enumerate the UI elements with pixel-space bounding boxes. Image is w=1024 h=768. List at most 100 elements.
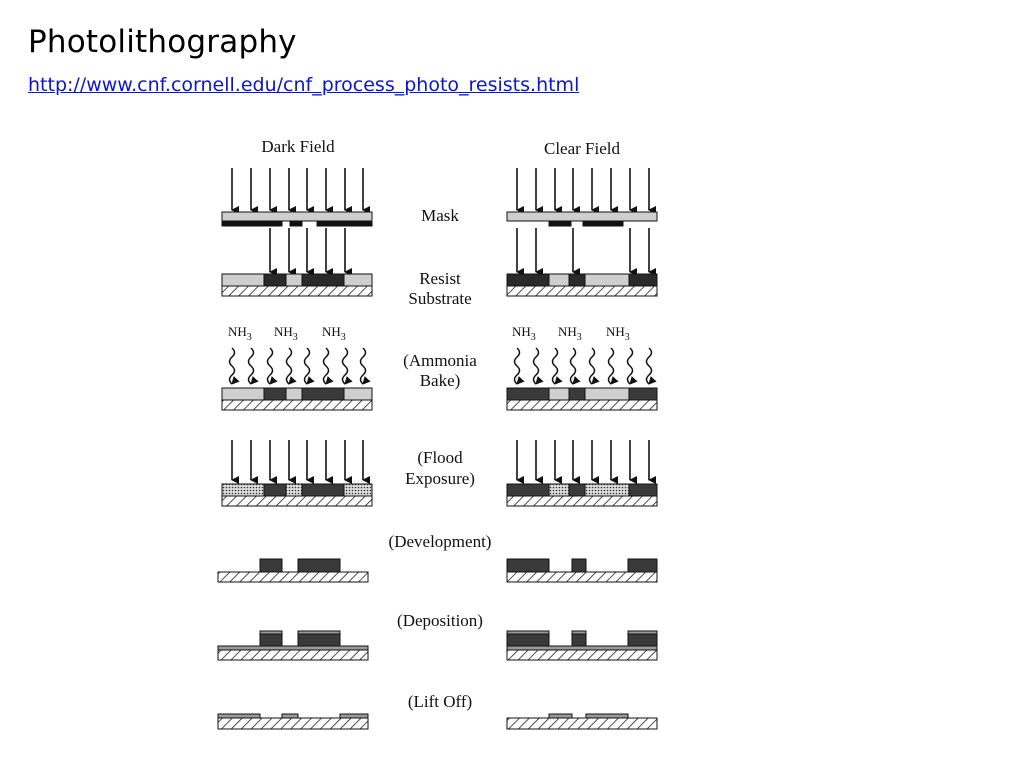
- resist-pattern: [571, 633, 587, 647]
- deposited-film: [506, 645, 658, 651]
- resist-flood-exposed: [221, 483, 265, 497]
- resist-pattern: [297, 558, 341, 573]
- resist-pattern: [297, 633, 341, 647]
- nh3-label: NH3: [322, 324, 346, 343]
- clear-field-title: Clear Field: [544, 139, 621, 158]
- ammonia-arrow: [551, 347, 563, 385]
- resist-baked: [263, 483, 287, 497]
- label-substrate: Substrate: [408, 289, 471, 308]
- label-flood: (Flood: [417, 448, 463, 467]
- ammonia-arrow: [626, 347, 638, 385]
- substrate: [506, 399, 658, 411]
- resist-baked: [506, 483, 550, 497]
- deposited-film: [217, 645, 369, 651]
- metal-pattern: [548, 713, 573, 719]
- resist-baked: [628, 387, 658, 401]
- resist-baked: [506, 387, 550, 401]
- deposited-film: [627, 630, 658, 635]
- ammonia-arrow: [513, 347, 525, 385]
- ammonia-arrow: [359, 347, 371, 385]
- substrate: [221, 495, 373, 507]
- resist-exposed: [263, 273, 287, 287]
- label-deposition: (Deposition): [397, 611, 483, 630]
- resist-pattern: [506, 633, 550, 647]
- resist-pattern: [506, 558, 550, 573]
- resist-unexposed: [221, 387, 265, 401]
- substrate: [506, 285, 658, 297]
- label-development: (Development): [389, 532, 492, 551]
- substrate: [506, 649, 658, 661]
- resist-unexposed: [285, 273, 303, 287]
- ammonia-arrow: [228, 347, 240, 385]
- resist-exposed: [506, 273, 550, 287]
- resist-unexposed: [221, 273, 265, 287]
- label-bake: Bake): [420, 371, 461, 390]
- label-lift-off: (Lift Off): [408, 692, 472, 711]
- deposited-film: [506, 630, 550, 635]
- resist-unexposed: [285, 387, 303, 401]
- ammonia-arrow: [285, 347, 297, 385]
- label-mask: Mask: [421, 206, 459, 225]
- resist-flood-exposed: [584, 483, 630, 497]
- mask-chrome: [221, 220, 283, 227]
- resist-baked: [263, 387, 287, 401]
- resist-pattern: [627, 558, 658, 573]
- substrate: [217, 649, 369, 661]
- nh3-label: NH3: [274, 324, 298, 343]
- mask-chrome: [316, 220, 373, 227]
- resist-flood-exposed: [285, 483, 303, 497]
- substrate: [217, 717, 369, 730]
- mask-chrome: [582, 220, 624, 227]
- resist-baked: [568, 483, 586, 497]
- label-exposure: Exposure): [405, 469, 475, 488]
- resist-unexposed: [584, 273, 630, 287]
- deposited-film: [259, 630, 283, 635]
- ammonia-arrow: [303, 347, 315, 385]
- mask-chrome: [289, 220, 303, 227]
- resist-exposed: [628, 273, 658, 287]
- ammonia-arrow: [588, 347, 600, 385]
- substrate: [221, 285, 373, 297]
- resist-pattern: [627, 633, 658, 647]
- substrate: [506, 717, 658, 730]
- deposited-film: [571, 630, 587, 635]
- ammonia-arrow: [322, 347, 334, 385]
- substrate: [506, 571, 658, 583]
- reference-link[interactable]: http://www.cnf.cornell.edu/cnf_process_p…: [28, 74, 580, 96]
- resist-unexposed: [548, 273, 570, 287]
- ammonia-arrow: [266, 347, 278, 385]
- resist-unexposed: [548, 387, 570, 401]
- metal-pattern: [339, 713, 369, 719]
- resist-flood-exposed: [343, 483, 373, 497]
- substrate: [506, 495, 658, 507]
- resist-pattern: [259, 558, 283, 573]
- nh3-label: NH3: [512, 324, 536, 343]
- resist-baked: [301, 387, 345, 401]
- nh3-label: NH3: [606, 324, 630, 343]
- ammonia-arrow: [532, 347, 544, 385]
- resist-baked: [301, 483, 345, 497]
- ammonia-arrow: [607, 347, 619, 385]
- resist-exposed: [568, 273, 586, 287]
- metal-pattern: [585, 713, 629, 719]
- substrate: [217, 571, 369, 583]
- resist-pattern: [571, 558, 587, 573]
- label-resist: Resist: [419, 269, 461, 288]
- nh3-label: NH3: [558, 324, 582, 343]
- deposited-film: [297, 630, 341, 635]
- process-steps: NH3 NH3 NH3 NH3 NH3 NH3: [217, 168, 658, 730]
- resist-unexposed: [584, 387, 630, 401]
- substrate: [221, 399, 373, 411]
- mask-plate: [506, 211, 658, 222]
- ammonia-arrow: [341, 347, 353, 385]
- photolithography-diagram: Dark Field Clear Field Mask Resist Subst…: [217, 137, 658, 730]
- mask-plate: [221, 211, 373, 222]
- ammonia-arrow: [247, 347, 259, 385]
- resist-baked: [628, 483, 658, 497]
- nh3-label: NH3: [228, 324, 252, 343]
- slide-title: Photolithography: [28, 24, 297, 60]
- resist-baked: [568, 387, 586, 401]
- metal-pattern: [217, 713, 261, 719]
- mask-chrome: [548, 220, 572, 227]
- resist-unexposed: [343, 273, 373, 287]
